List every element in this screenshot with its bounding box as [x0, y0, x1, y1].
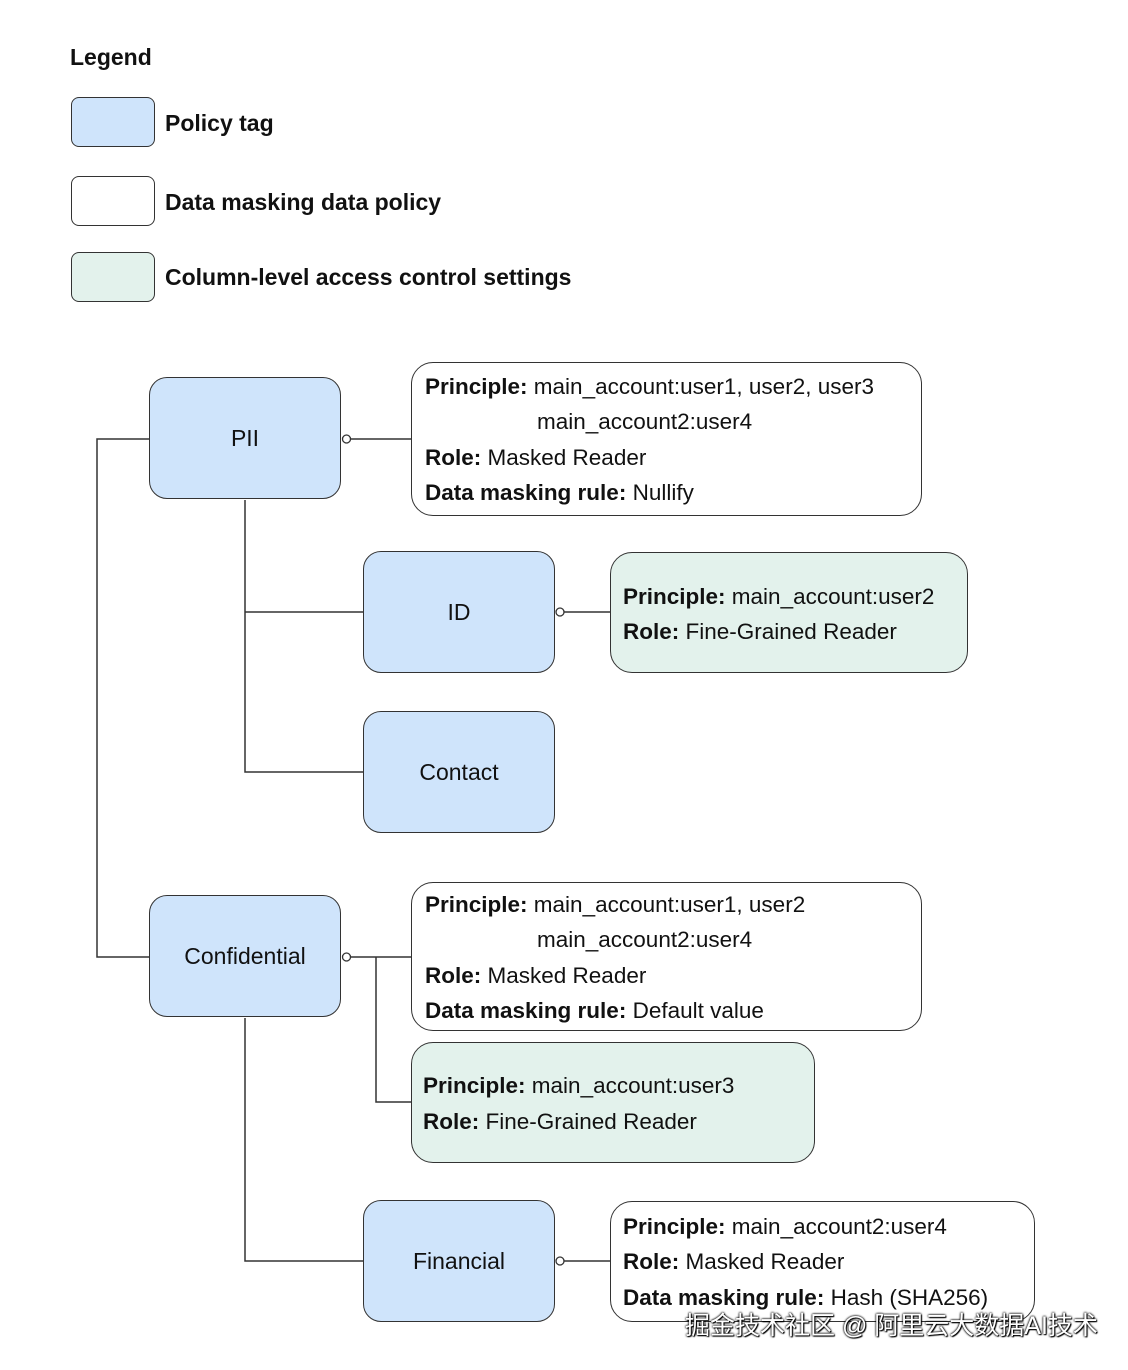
tag-id[interactable]: ID [363, 551, 555, 673]
tag-id-label: ID [447, 598, 471, 625]
tag-confidential[interactable]: Confidential [149, 895, 341, 1017]
principle-label: Principle: [623, 584, 726, 609]
confidential-acl-role-line: Role: Fine-Grained Reader [423, 1108, 697, 1135]
confidential-financial-connector [244, 1018, 363, 1262]
role-label: Role: [623, 1249, 680, 1274]
legend-title: Legend [70, 44, 152, 70]
id-principle-line: Principle: main_account:user2 [623, 583, 934, 610]
legend-swatch-masking-policy [71, 176, 155, 226]
rule-label: Data masking rule: [623, 1285, 825, 1310]
legend-label-policy-tag: Policy tag [165, 110, 274, 136]
pii-port [341, 434, 352, 444]
tag-financial-label: Financial [412, 1247, 506, 1274]
principle-label: Principle: [423, 1073, 526, 1098]
financial-rule-line: Data masking rule: Hash (SHA256) [623, 1284, 988, 1311]
principle-label: Principle: [425, 374, 528, 399]
id-principle-value: main_account:user2 [731, 584, 935, 609]
confidential-role-value: Masked Reader [487, 963, 647, 988]
confidential-acl-principle-value: main_account:user3 [531, 1073, 735, 1098]
financial-principle-line: Principle: main_account2:user4 [623, 1213, 947, 1240]
rule-label: Data masking rule: [425, 480, 627, 505]
principle-label: Principle: [425, 892, 528, 917]
watermark: 掘金技术社区 @ 阿里云大数据AI技术 [685, 1312, 1098, 1340]
rule-label: Data masking rule: [425, 998, 627, 1023]
pii-rule-line: Data masking rule: Nullify [425, 479, 694, 506]
role-label: Role: [425, 963, 482, 988]
confidential-role-line: Role: Masked Reader [425, 962, 646, 989]
role-label: Role: [423, 1109, 480, 1134]
pii-role-line: Role: Masked Reader [425, 444, 646, 471]
confidential-acl-principle-line: Principle: main_account:user3 [423, 1072, 734, 1099]
id-role-line: Role: Fine-Grained Reader [623, 618, 897, 645]
legend-swatch-acl [71, 252, 155, 302]
pii-role-value: Masked Reader [487, 445, 647, 470]
pii-confidential-connector [96, 438, 149, 958]
id-role-value: Fine-Grained Reader [685, 619, 897, 644]
role-label: Role: [623, 619, 680, 644]
legend-label-masking-policy: Data masking data policy [165, 189, 442, 215]
confidential-principle-value: main_account:user1, user2 [533, 892, 806, 917]
pii-children-connector [244, 500, 363, 773]
financial-role-value: Masked Reader [685, 1249, 845, 1274]
legend-swatch-policy-tag [71, 97, 155, 147]
confidential-acl-connector [375, 957, 411, 1103]
tag-contact-label: Contact [419, 758, 499, 785]
pii-principle-line-2: main_account2:user4 [537, 409, 753, 434]
tag-pii[interactable]: PII [149, 377, 341, 499]
pii-masking-policy-card[interactable]: Principle: main_account:user1, user2, us… [411, 362, 922, 516]
tag-confidential-label: Confidential [184, 942, 306, 969]
financial-rule-value: Hash (SHA256) [830, 1285, 989, 1310]
financial-masking-policy-card[interactable]: Principle: main_account2:user4 Role: Mas… [610, 1201, 1035, 1322]
confidential-port [341, 952, 352, 962]
confidential-acl-role-value: Fine-Grained Reader [485, 1109, 697, 1134]
tag-contact[interactable]: Contact [363, 711, 555, 833]
pii-principle-value: main_account:user1, user2, user3 [533, 374, 874, 399]
legend-label-acl: Column-level access control settings [165, 264, 572, 290]
financial-role-line: Role: Masked Reader [623, 1248, 844, 1275]
confidential-rule-value: Default value [632, 998, 764, 1023]
confidential-masking-policy-card[interactable]: Principle: main_account:user1, user2 mai… [411, 882, 922, 1031]
tag-pii-label: PII [230, 424, 260, 451]
pii-rule-value: Nullify [632, 480, 694, 505]
confidential-principle-line-2: main_account2:user4 [537, 927, 753, 952]
financial-port [555, 1256, 565, 1266]
financial-principle-value: main_account2:user4 [731, 1214, 947, 1239]
confidential-acl-card[interactable]: Principle: main_account:user3 Role: Fine… [411, 1042, 815, 1163]
confidential-principle-line: Principle: main_account:user1, user2 [425, 891, 805, 918]
id-acl-card[interactable]: Principle: main_account:user2 Role: Fine… [610, 552, 968, 673]
pii-principle-line: Principle: main_account:user1, user2, us… [425, 373, 874, 400]
confidential-rule-line: Data masking rule: Default value [425, 997, 764, 1024]
tag-financial[interactable]: Financial [363, 1200, 555, 1322]
principle-label: Principle: [623, 1214, 726, 1239]
id-port [555, 607, 565, 617]
role-label: Role: [425, 445, 482, 470]
